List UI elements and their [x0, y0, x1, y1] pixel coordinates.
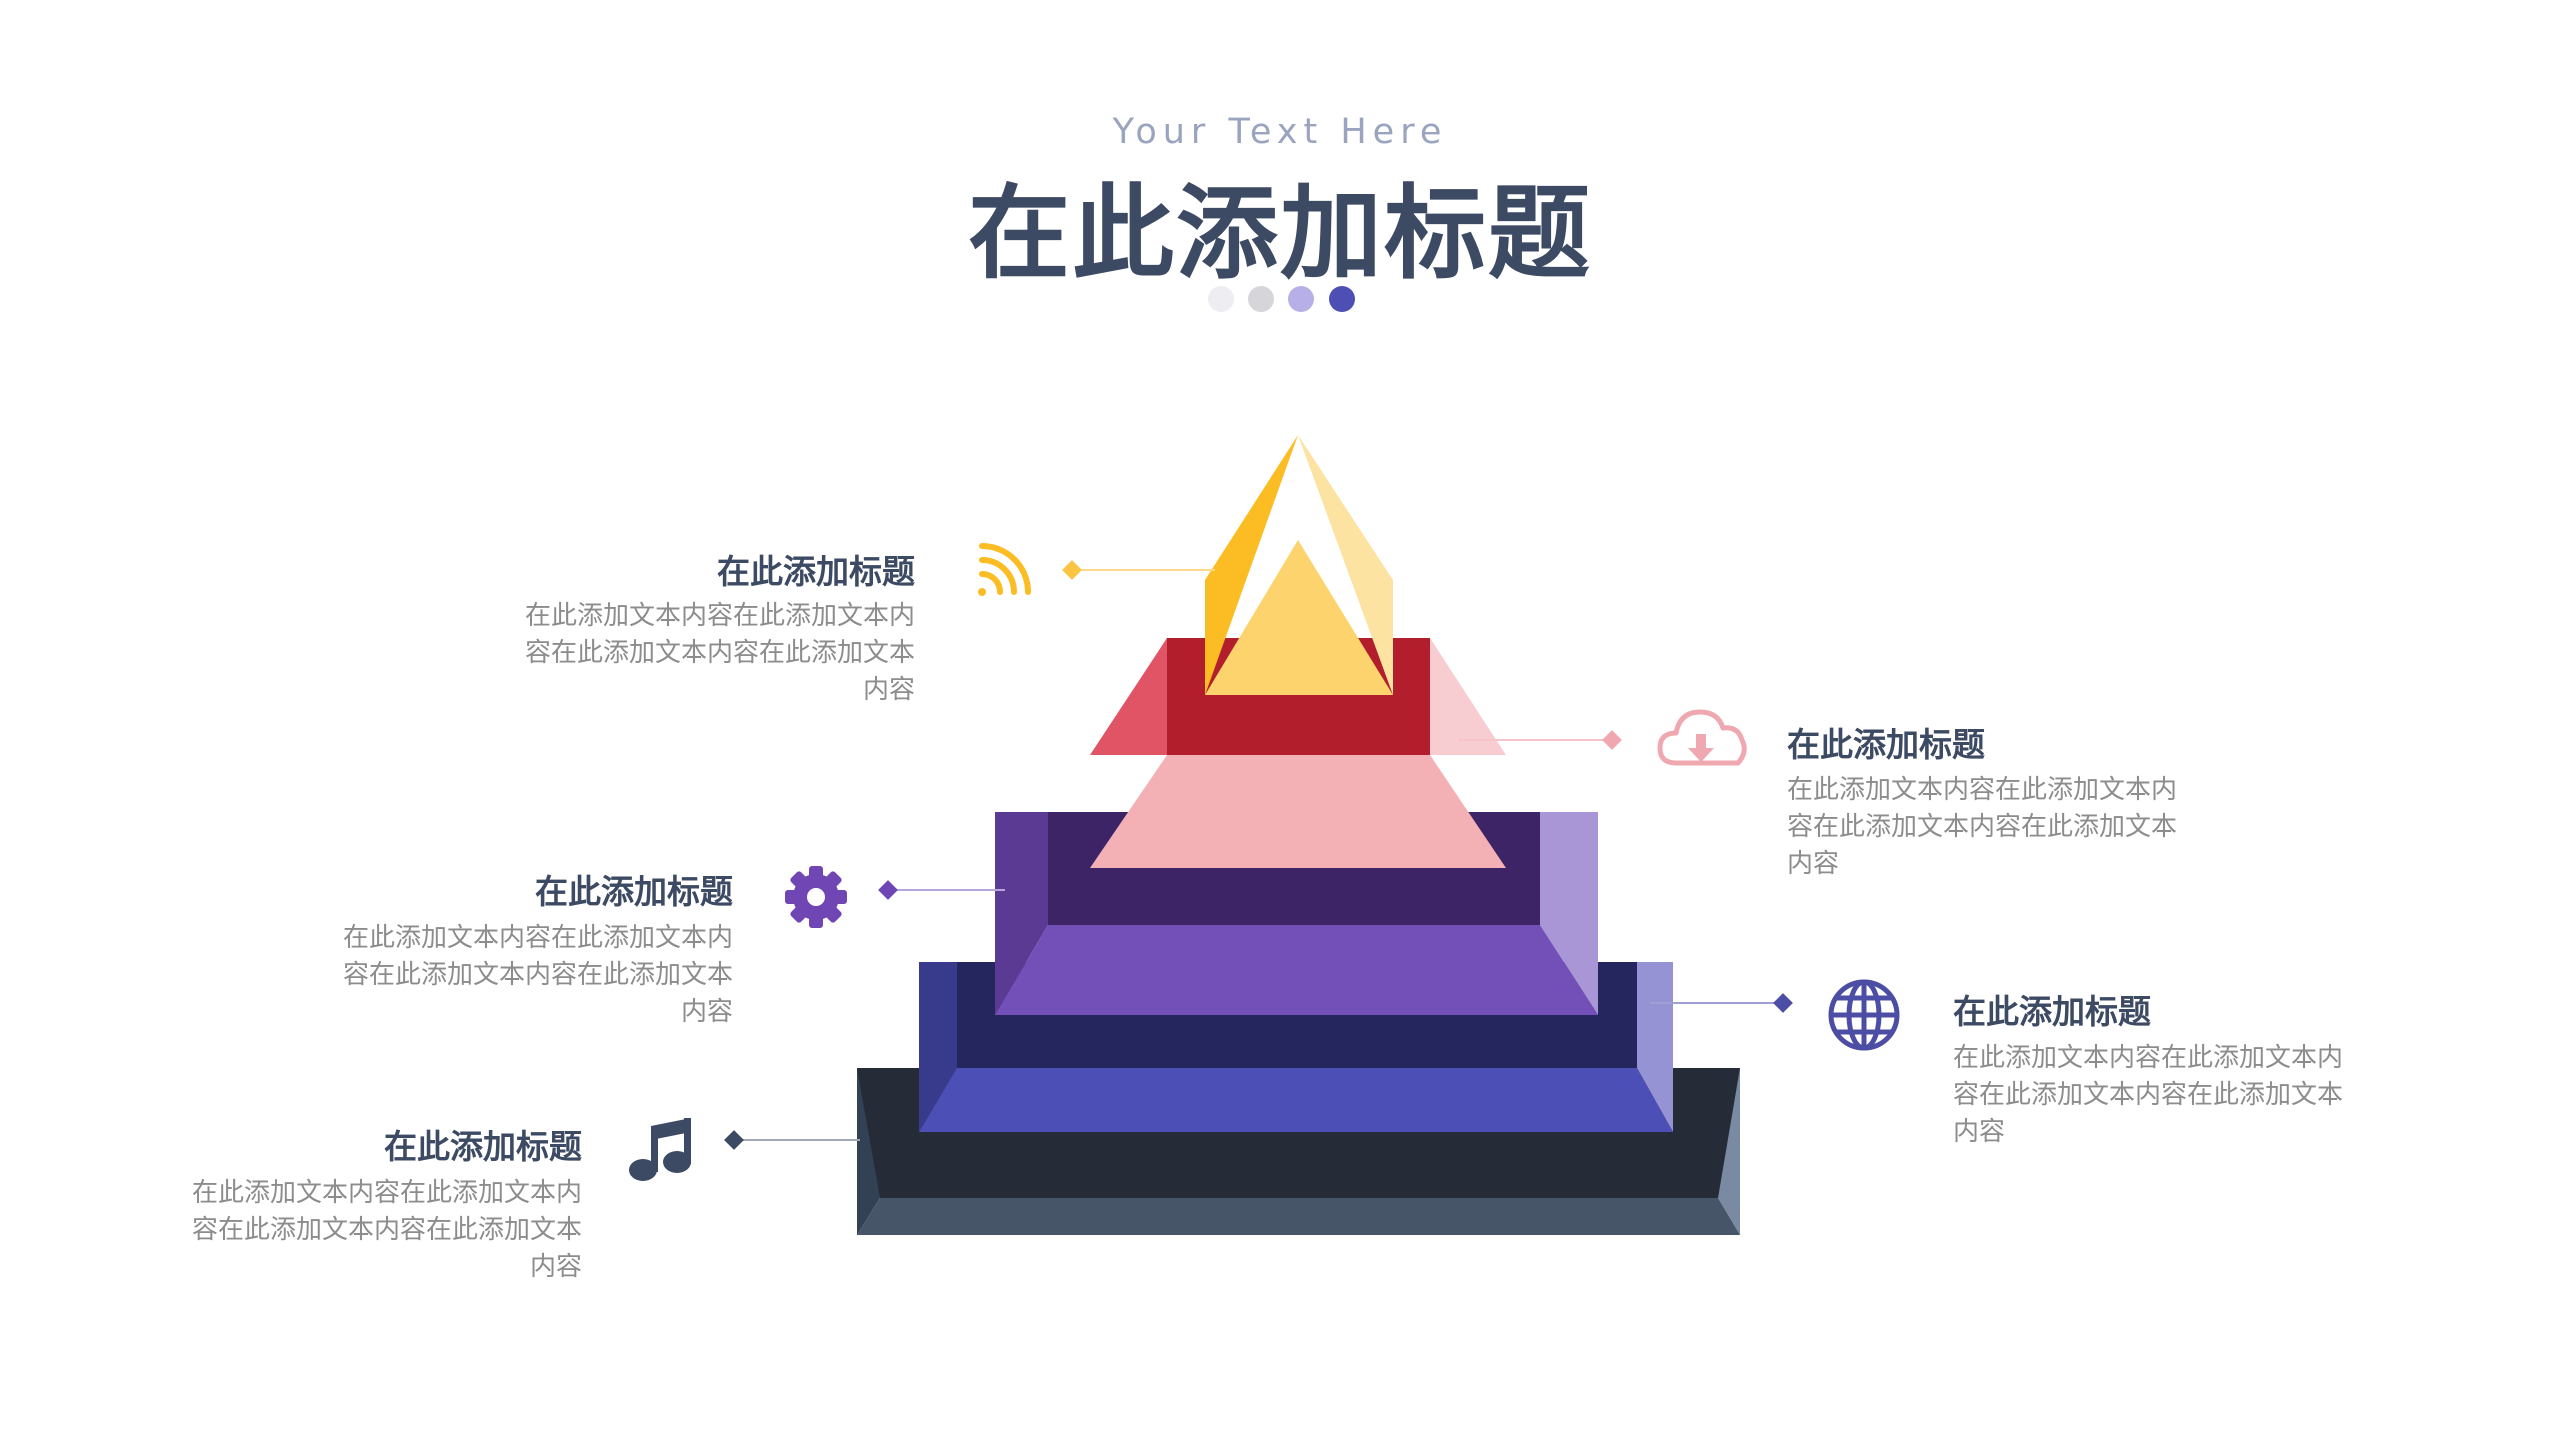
- subtitle: Your Text Here: [1112, 112, 1448, 152]
- item-1-title: 在此添加标题: [717, 552, 915, 591]
- indicator-dot-1: [1208, 286, 1234, 312]
- globe-icon: [1828, 979, 1900, 1051]
- connector-2: [1458, 730, 1622, 750]
- indicator-dot-2: [1248, 286, 1274, 312]
- indicator-dot-4: [1329, 286, 1355, 312]
- item-3-body: 在此添加文本内容在此添加文本内容在此添加文本内容在此添加文本内容: [342, 923, 733, 1027]
- wifi-signal-icon: [978, 543, 1031, 596]
- item-4-title: 在此添加标题: [1953, 992, 2151, 1031]
- indicator-dot-3: [1288, 286, 1314, 312]
- connector-1: [1062, 560, 1215, 580]
- page-title: 在此添加标题: [968, 175, 1592, 294]
- item-5-body: 在此添加文本内容在此添加文本内容在此添加文本内容在此添加文本内容: [191, 1178, 582, 1282]
- music-note-icon: [629, 1118, 691, 1181]
- connector-3: [878, 880, 1005, 900]
- cloud-download-icon: [1657, 709, 1747, 766]
- connector-4: [1650, 993, 1793, 1013]
- pyramid-tier-1: [1205, 435, 1393, 695]
- connector-5: [724, 1130, 860, 1150]
- item-2-body: 在此添加文本内容在此添加文本内容在此添加文本内容在此添加文本内容: [1787, 775, 2178, 879]
- item-4-body: 在此添加文本内容在此添加文本内容在此添加文本内容在此添加文本内容: [1953, 1043, 2344, 1147]
- gear-icon: [785, 866, 847, 928]
- item-1-body: 在此添加文本内容在此添加文本内容在此添加文本内容在此添加文本内容: [524, 601, 915, 705]
- item-5-title: 在此添加标题: [384, 1127, 582, 1166]
- item-2-title: 在此添加标题: [1787, 725, 1985, 764]
- item-3-title: 在此添加标题: [535, 872, 733, 911]
